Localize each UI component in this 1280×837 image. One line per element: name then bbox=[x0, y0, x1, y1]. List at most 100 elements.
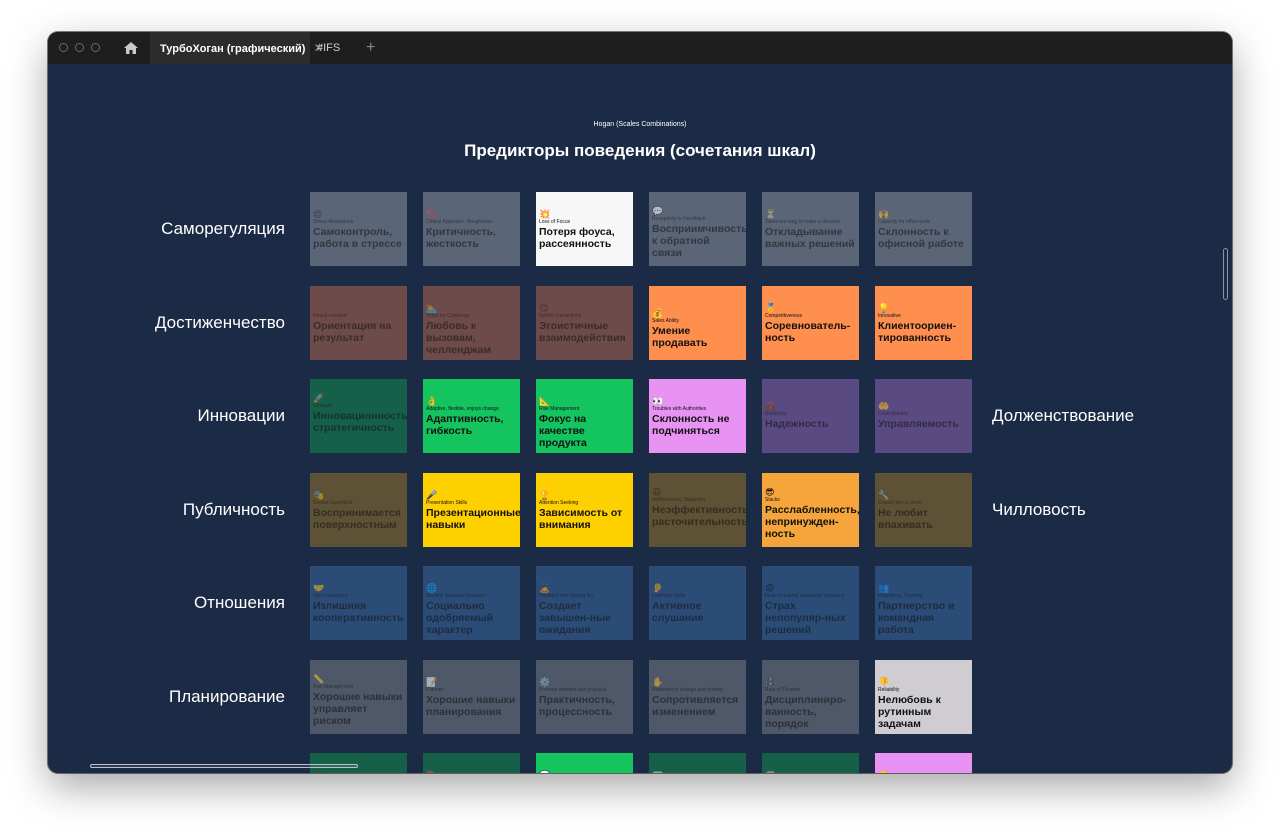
card-title: Адаптивность, гибкость bbox=[426, 413, 504, 437]
card-english-label: Thirst for Challenge bbox=[426, 313, 470, 319]
card-emoji-icon: ⏳ bbox=[765, 209, 777, 219]
close-window-button[interactable] bbox=[59, 43, 68, 52]
card-title: Восприимчивость к обратной связи bbox=[652, 223, 746, 259]
predictor-card[interactable]: 🧠Expert AbilityЭкспертная позиция bbox=[762, 753, 859, 773]
card-emoji-icon: 🌐 bbox=[426, 583, 438, 593]
card-english-label: Strategic bbox=[313, 403, 333, 409]
card-emoji-icon bbox=[313, 303, 403, 313]
card-emoji-icon: 💡 bbox=[878, 303, 890, 313]
card-title: Управляемость bbox=[878, 418, 959, 430]
card-title: Эгоистичные взаимодействия bbox=[539, 320, 626, 344]
card-emoji-icon: 🎭 bbox=[313, 490, 325, 500]
card-title: Не любит впахивать bbox=[878, 507, 933, 531]
card-english-label: Socially desirable behavior bbox=[426, 593, 486, 599]
card-title: Надежность bbox=[765, 418, 829, 430]
card-title: Умение продавать bbox=[652, 325, 708, 349]
card-title: Воспринимается поверхностным bbox=[313, 507, 401, 531]
card-title: Практичность, процессность bbox=[539, 694, 615, 718]
row-label: Планирование bbox=[168, 687, 285, 706]
card-emoji-icon: 🗄️ bbox=[765, 677, 777, 687]
tab-ifs[interactable]: #IFS bbox=[317, 32, 340, 64]
predictor-card[interactable]: 🎓Interest in self-developmentИнтерес к р… bbox=[310, 753, 407, 773]
card-emoji-icon: 🧠 bbox=[765, 770, 855, 773]
predictor-card[interactable]: 📚Fear of learningВысокая обучаемость bbox=[423, 753, 520, 773]
vertical-scrollbar[interactable] bbox=[1223, 248, 1228, 300]
card-english-label: Competitiveness bbox=[765, 313, 802, 319]
card-english-label: Takes too long to make a decision bbox=[765, 219, 841, 225]
new-tab-icon[interactable]: + bbox=[366, 39, 376, 56]
card-title: Склонность к офисной работе bbox=[878, 226, 964, 250]
predictor-card[interactable]: 👊ReliabilityУправленческие навыки bbox=[875, 753, 972, 773]
card-title: Активное слушание bbox=[652, 600, 704, 624]
row-label: Публичность bbox=[182, 500, 285, 519]
row-label: Саморегуляция bbox=[161, 219, 285, 238]
card-title: Сопротивляется изменением bbox=[652, 694, 739, 718]
minimize-window-button[interactable] bbox=[75, 43, 84, 52]
card-emoji-icon: 🔧 bbox=[878, 490, 890, 500]
home-icon[interactable] bbox=[122, 39, 140, 57]
card-title: Любовь к вызовам, челленджам bbox=[426, 320, 492, 356]
card-english-label: Fear of making unpopular decisions bbox=[765, 593, 845, 599]
card-english-label: Reliability bbox=[765, 411, 787, 417]
card-emoji-icon: 💥 bbox=[539, 209, 551, 219]
card-english-label: Risk Management bbox=[539, 406, 580, 412]
zoom-window-button[interactable] bbox=[91, 43, 100, 52]
card-english-label: Capacity for office work bbox=[878, 219, 930, 225]
card-emoji-icon: 🏅 bbox=[765, 303, 777, 313]
horizontal-scrollbar[interactable] bbox=[90, 764, 358, 768]
card-title: Излишняя кооперативность bbox=[313, 600, 404, 624]
card-emoji-icon: 🤲 bbox=[878, 401, 890, 411]
card-english-label: Troubles with Saying No bbox=[539, 593, 594, 599]
close-tab-icon[interactable]: ✕ bbox=[313, 41, 324, 55]
card-emoji-icon: 🙇 bbox=[539, 583, 551, 593]
board-canvas[interactable]: Hogan (Scales Combinations) Предикторы п… bbox=[48, 64, 1232, 773]
card-emoji-icon: 😏 bbox=[539, 303, 549, 313]
predictor-card[interactable]: 💬Focuses on Verbal InformationВосприятие… bbox=[536, 753, 633, 773]
card-title: Самоконтроль, работа в стрессе bbox=[313, 226, 402, 250]
card-english-label: Process oriented and practical bbox=[539, 687, 607, 693]
predictor-card[interactable]: 📖Focuses on Verbal InformationВосприятие… bbox=[649, 753, 746, 773]
card-english-label: Result oriented bbox=[313, 313, 347, 319]
card-emoji-icon: 🏆 bbox=[539, 490, 551, 500]
card-title: Хорошие навыки планирования bbox=[426, 694, 516, 718]
tab-turbohogan[interactable]: ТурбоХоган (графический)✕ bbox=[150, 32, 324, 64]
card-emoji-icon: 😩 bbox=[652, 487, 662, 497]
card-emoji-icon: 🎓 bbox=[313, 770, 403, 773]
